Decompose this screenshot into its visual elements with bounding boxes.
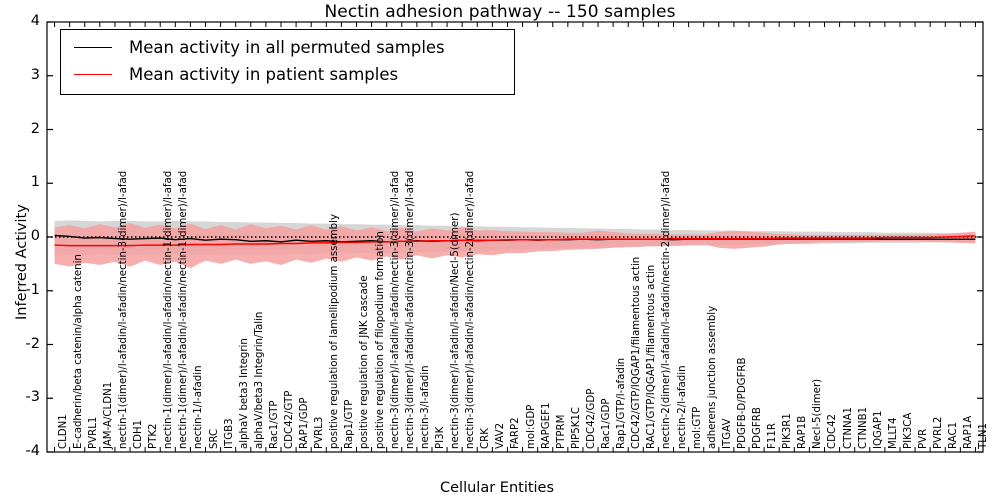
x-tick-label: E-cadherin/beta catenin/alpha catenin	[72, 254, 84, 449]
x-tick-label: positive regulation of lamellipodium ass…	[329, 214, 341, 449]
x-tick-label: CDC42/GDP	[585, 388, 597, 449]
x-tick-label: adherens junction assembly	[706, 305, 718, 449]
x-tick-label: IQGAP1	[872, 410, 884, 449]
chart-title: Nectin adhesion pathway -- 150 samples	[324, 2, 676, 22]
y-tick-label: 1	[30, 174, 40, 191]
x-tick-label: CDC42/GTP/IQGAP1/filamentous actin	[631, 256, 643, 449]
x-tick-label: CDC42/GTP	[284, 390, 295, 449]
patient-mean-line	[54, 235, 976, 247]
x-tick-label: nectin-1(dimer)/l-afadin/l-afadin/nectin…	[178, 170, 190, 449]
x-tick-label: nectin-1(dimer)/l-afadin/l-afadin/nectin…	[117, 170, 129, 449]
x-tick-label: PVRL3	[314, 416, 326, 449]
x-tick-label: alphaV/beta3 Integrin/Talin	[253, 311, 265, 449]
x-tick-label: nectin-2(dimer)/l-afadin/l-afadin/nectin…	[661, 170, 673, 449]
x-tick-label: PTPRM	[555, 414, 567, 449]
y-tick-label: 3	[30, 66, 40, 83]
x-tick-label: PVRL2	[933, 416, 945, 449]
x-tick-label: MLLT4	[887, 417, 899, 449]
y-tick-label: 0	[30, 228, 40, 244]
x-tick-label: nectin-3(dimer)/l-afadin/l-afadin/nectin…	[465, 170, 477, 449]
x-tick-label: PTK2	[148, 423, 160, 449]
patient-confidence-band	[54, 223, 976, 269]
x-tick-label: ITGB3	[223, 418, 235, 449]
y-tick-label: 4	[30, 13, 40, 29]
x-tick-label: Rap1/GTP	[344, 399, 356, 449]
x-tick-label: PVR	[918, 428, 930, 449]
legend: Mean activity in all permuted samples Me…	[60, 29, 515, 95]
y-tick-label: 2	[30, 120, 40, 137]
x-tick-label: CRK	[480, 428, 492, 449]
y-tick-label: -1	[25, 281, 40, 298]
x-tick-label: PIK3CA	[902, 412, 914, 449]
x-tick-label: TLN1	[978, 422, 990, 449]
x-tick-label: alphaV beta3 Integrin	[238, 338, 250, 449]
x-tick-label: CTNNB1	[857, 406, 869, 449]
y-tick-label: -2	[25, 335, 40, 352]
x-tick-label: PIP5K1C	[570, 406, 582, 449]
x-tick-label: PDGFRB	[752, 407, 763, 449]
y-tick-label: -3	[25, 389, 40, 406]
x-tick-label: Necl-5(dimer)	[812, 378, 824, 449]
x-tick-label: CDH1	[133, 419, 145, 449]
x-tick-label: PVRL1	[87, 416, 99, 449]
x-tick-label: mol:GTP	[691, 406, 703, 449]
x-tick-label: nectin-2/l-afadin	[676, 365, 688, 449]
x-tick-label: RAP1/GDP	[299, 397, 311, 449]
x-tick-label: nectin-3(dimer)/l-afadin/l-afadin/Necl-5…	[450, 212, 462, 449]
x-tick-label: JAM-A/CLDN1	[102, 381, 114, 449]
x-tick-label: mol:GDP	[525, 404, 537, 449]
x-tick-label: nectin-3/l-afadin	[419, 365, 431, 449]
x-tick-label: CLDN1	[57, 414, 69, 449]
legend-item-patient: Mean activity in patient samples	[61, 61, 514, 88]
x-tick-label: RAPGEF1	[540, 402, 552, 449]
x-tick-label: CDC42	[827, 413, 839, 449]
x-tick-label: ITGAV	[721, 418, 733, 449]
x-tick-label: nectin-1/l-afadin	[193, 365, 205, 449]
x-tick-label: PI3K	[434, 426, 446, 449]
x-tick-label: nectin-3(dimer)/l-afadin/l-afadin/nectin…	[404, 170, 416, 449]
x-tick-label: VAV2	[495, 422, 507, 449]
legend-line-red	[74, 74, 112, 75]
x-tick-label: Rac1/GDP	[601, 398, 613, 450]
x-tick-label: RAP1B	[797, 415, 809, 449]
x-tick-label: nectin-1(dimer)/l-afadin/l-afadin/nectin…	[163, 170, 175, 449]
x-tick-label: Rac1/GTP	[268, 400, 280, 449]
x-tick-label: SRC	[208, 428, 220, 449]
x-tick-label: positive regulation of JNK cascade	[359, 275, 371, 449]
legend-label-patient: Mean activity in patient samples	[129, 65, 399, 84]
legend-item-permuted: Mean activity in all permuted samples	[61, 34, 514, 61]
legend-line-black	[74, 47, 112, 48]
x-tick-label: Rap1/GTP/l-afadin	[616, 357, 628, 449]
x-tick-label: PDGFB-D/PDGFRB	[736, 357, 748, 450]
x-axis-label: Cellular Entities	[440, 480, 555, 496]
x-tick-label: F11R	[767, 423, 779, 449]
x-tick-label: PIK3R1	[782, 413, 794, 449]
x-tick-label: positive regulation of filopodium format…	[374, 231, 386, 449]
x-tick-label: RAC1	[948, 421, 960, 449]
x-tick-label: FARP2	[510, 417, 522, 449]
x-tick-label: RAC1/GTP/IQGAP1/filamentous actin	[646, 264, 658, 449]
x-tick-label: RAP1A	[963, 415, 975, 449]
x-tick-label: CTNNA1	[842, 406, 854, 449]
legend-label-permuted: Mean activity in all permuted samples	[129, 38, 445, 57]
x-tick-label: nectin-3(dimer)/l-afadin/l-afadin/nectin…	[389, 170, 401, 449]
y-tick-label: -4	[25, 443, 40, 459]
